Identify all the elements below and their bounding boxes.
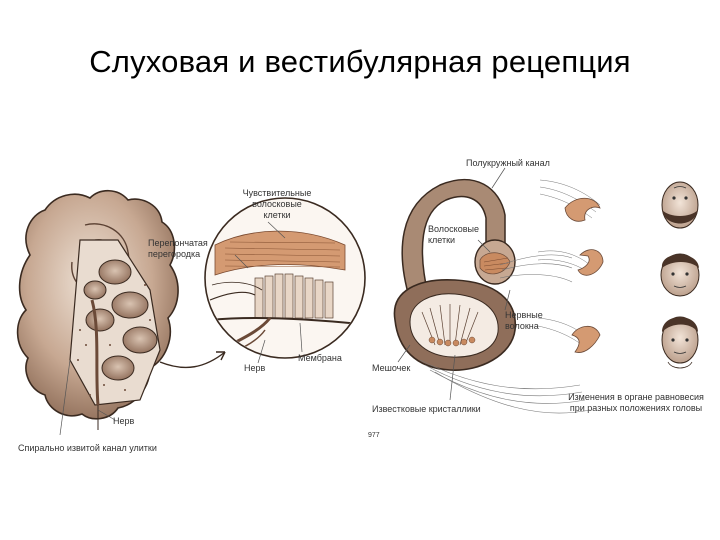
label-sac: Мешочек <box>372 363 411 373</box>
label-balance-caption: Изменения в органе равновесия при разных… <box>560 392 712 414</box>
label-hair-cells: Волосковые клетки <box>428 224 479 246</box>
slide-title: Слуховая и вестибулярная рецепция <box>89 44 631 79</box>
label-line: волокна <box>505 321 539 331</box>
head-upright <box>661 316 699 369</box>
label-nerve: Нерв <box>113 416 135 426</box>
vestibular-apparatus <box>393 167 591 414</box>
head-tilted <box>660 253 700 297</box>
cochlea-cross-section <box>16 189 226 436</box>
label-nerve-zoom: Нерв <box>244 363 266 373</box>
label-line: при разных положениях головы <box>569 403 703 413</box>
label-line: клетки <box>428 235 456 245</box>
label-figure-mark: 977 <box>368 432 380 439</box>
label-sensory-hair-cells: Чувствительные волосковые клетки <box>232 188 322 221</box>
label-line: Изменения в органе равновесия <box>568 392 704 402</box>
label-semicircular-canal: Полукружный канал <box>466 158 550 168</box>
label-spiral-canal: Спирально извитой канал улитки <box>18 443 157 453</box>
organ-of-corti-zoom <box>204 197 366 364</box>
label-crystals: Известковые кристаллики <box>372 404 481 414</box>
otolith-states <box>537 179 604 353</box>
label-line: Перепончатая <box>148 238 208 248</box>
label-line: Волосковые <box>428 224 479 234</box>
label-line: Нервные <box>505 310 543 320</box>
label-line: Чувствительные <box>242 188 312 198</box>
head-upside-down <box>661 181 699 229</box>
label-line: волосковые <box>252 199 302 209</box>
label-line: клетки <box>263 210 291 220</box>
label-line: перегородка <box>148 249 201 259</box>
label-membrane: Мембрана <box>298 353 342 363</box>
label-membranous-septum: Перепончатая перегородка <box>148 238 208 260</box>
label-nerve-fibers: Нервные волокна <box>505 310 543 332</box>
